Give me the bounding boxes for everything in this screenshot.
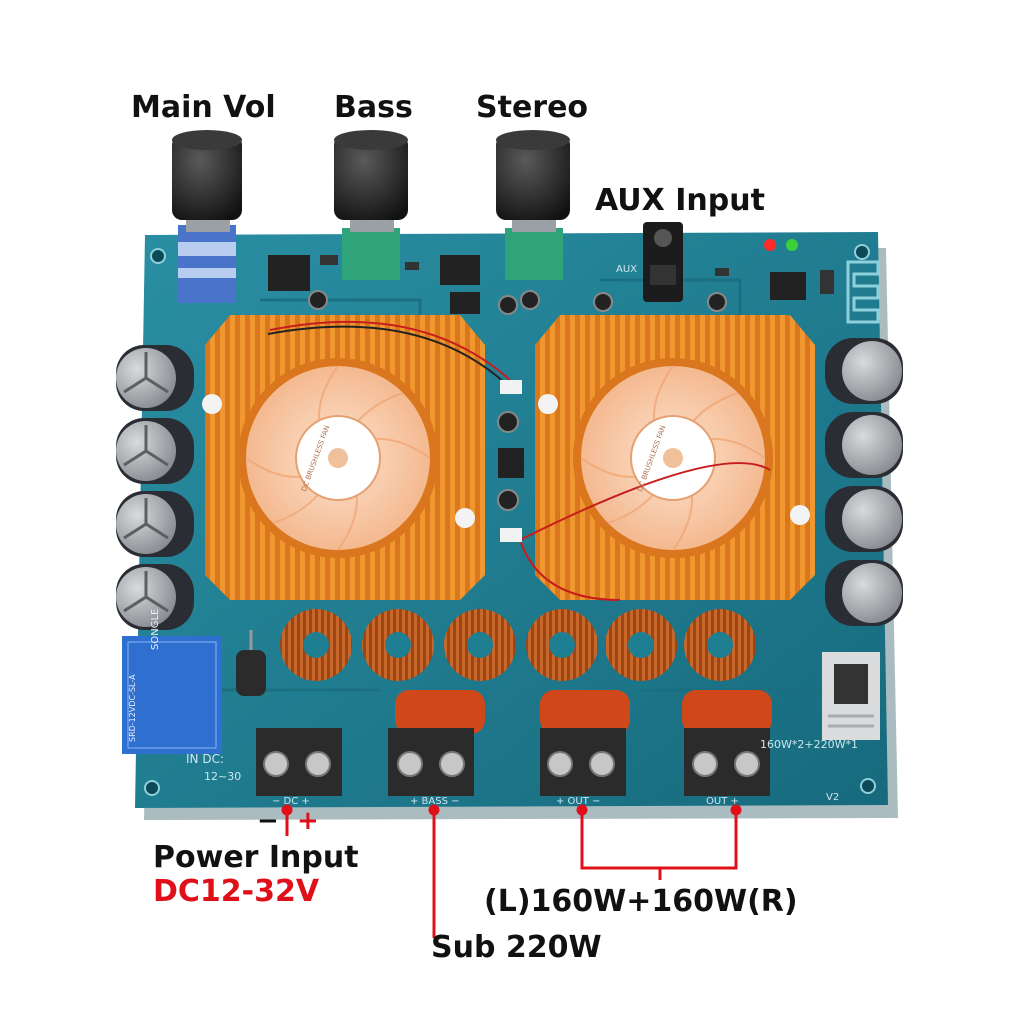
film-capacitors [395,690,772,734]
lr-power-label: (L)160W+160W(R) [484,884,798,919]
relay [122,636,222,754]
bass-label: Bass [334,90,413,125]
power-input-label: Power Input [153,840,359,875]
left-heatsink [202,315,485,600]
terminal-power [256,728,342,796]
aux-silkscreen: AUX [616,264,638,275]
main-vol-label: Main Vol [131,90,276,125]
version-silkscreen: V2 [826,792,840,803]
main-vol-knob [172,130,242,303]
terminal-sub [388,728,474,796]
terminal-right-out [684,728,770,796]
terminal-left-out [540,728,626,796]
relay-brand-text: SONGLE [150,608,161,650]
aux-jack [643,222,683,302]
toroid-inductors [280,609,756,681]
sub-power-label: Sub 220W [431,930,602,965]
regulator-heatsink [822,652,880,740]
fuse-component [236,630,266,696]
in-dc-silkscreen: IN DC: [186,752,224,766]
power-minus-label: − [257,806,279,836]
bass-knob [334,130,408,280]
power-voltage-label: DC12-32V [153,874,320,909]
rating-silkscreen: 160W*2+220W*1 [760,738,858,751]
aux-input-label: AUX Input [595,183,765,218]
right-capacitors [825,338,903,626]
right-heatsink [535,315,815,600]
out-right-pins-silkscreen: OUT + [706,796,739,807]
power-plus-label: + [297,806,319,836]
bass-pins-silkscreen: + BASS − [410,796,460,807]
stereo-label: Stereo [476,90,589,125]
stereo-knob [496,130,570,280]
fan-wires [267,320,771,601]
relay-model-text: SRD-12VDC-SL-A [128,674,137,742]
out-left-pins-silkscreen: + OUT − [556,796,601,807]
callout-lines [281,804,742,938]
in-dc-range-silkscreen: 12~30 [204,770,242,783]
dc-pins-silkscreen: − DC + [272,796,310,807]
ic-chips [268,239,880,511]
left-capacitors [116,345,194,630]
